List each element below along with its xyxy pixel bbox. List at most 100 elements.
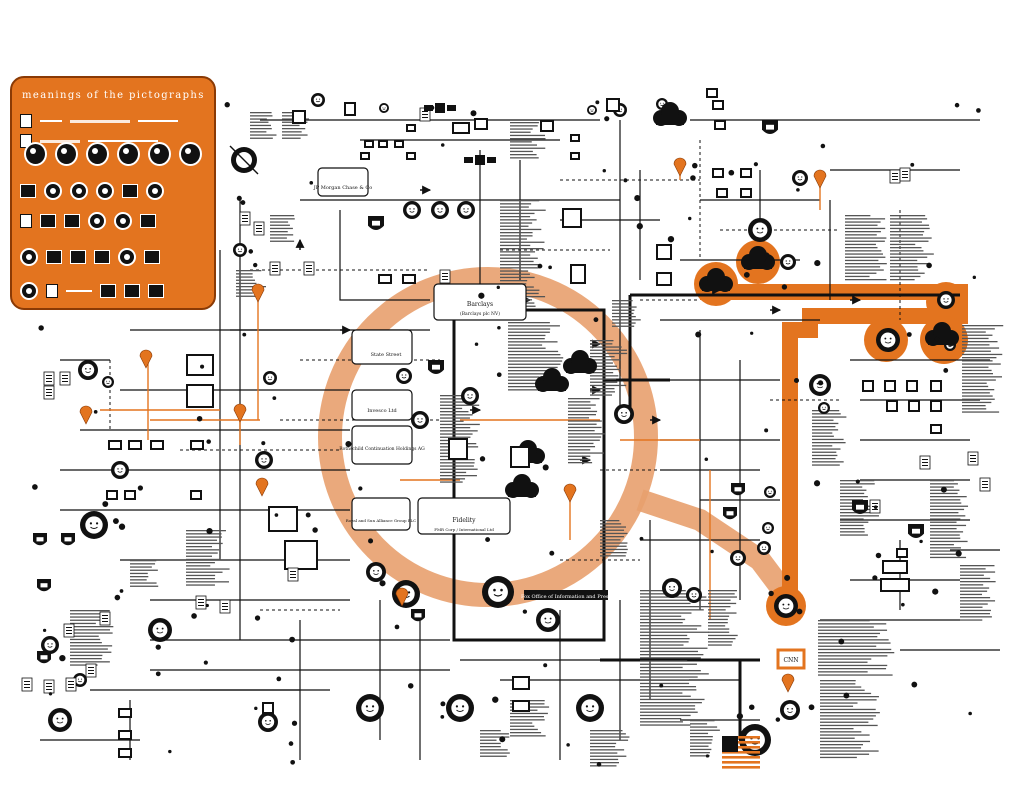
center-frame (452, 293, 960, 740)
junction-dot (796, 608, 803, 615)
person-disc-icon (80, 511, 108, 539)
screen-icon (908, 400, 920, 412)
screen-icon (292, 110, 306, 124)
junction-dot (793, 378, 800, 384)
junction-dot (440, 701, 446, 707)
junction-dot (203, 660, 208, 665)
junction-dot (205, 603, 209, 608)
news-banner: Fox Office of Information and Press (521, 590, 612, 600)
junction-dot (496, 372, 502, 378)
person-disc-icon (780, 700, 800, 720)
junction-dot (566, 743, 570, 747)
junction-dot (240, 200, 246, 205)
document-icon (979, 477, 991, 492)
junction-dot (309, 181, 314, 185)
cnn-node: CNN (776, 648, 806, 670)
junction-dot (394, 624, 400, 630)
junction-dot (932, 588, 939, 595)
screen-icon (712, 100, 724, 110)
screen-icon (118, 708, 132, 718)
shield-icon (428, 360, 444, 374)
junction-dot (875, 552, 882, 559)
junction-dot (542, 464, 549, 471)
junction-dot (497, 326, 501, 330)
screen-icon (512, 700, 530, 712)
institution-statestreet: State Street (351, 329, 413, 365)
screen-icon (70, 250, 86, 264)
screen-icon (262, 702, 274, 714)
text-block (960, 565, 996, 621)
screen-icon (930, 380, 942, 392)
junction-dot (499, 736, 506, 743)
cloud-icon (563, 350, 597, 374)
junction-dot (548, 265, 552, 270)
junction-dot (254, 706, 258, 711)
cloud-icon (535, 368, 569, 392)
globe-icon (179, 142, 202, 166)
screen-icon (740, 168, 752, 178)
text-block (600, 520, 628, 557)
junction-dot (206, 528, 213, 535)
junction-dot (368, 538, 374, 544)
junction-dot (155, 671, 161, 677)
document-icon (269, 261, 281, 276)
junction-dot (485, 537, 491, 543)
building-icon (122, 184, 138, 198)
junction-dot (478, 292, 485, 299)
ship-icon (100, 284, 116, 298)
junction-dot (736, 713, 744, 720)
person-disc-icon (311, 93, 325, 107)
screen-icon (882, 560, 908, 574)
person-disc-icon (757, 541, 771, 555)
text-block (130, 560, 159, 587)
text-block (812, 410, 847, 466)
junction-dot (312, 527, 318, 533)
document-icon (219, 599, 231, 614)
text-block (890, 215, 934, 281)
person-disc-icon (102, 376, 114, 388)
junction-dot (968, 711, 972, 716)
junction-dot (750, 331, 754, 335)
document-icon (195, 595, 207, 610)
screen-icon (880, 578, 910, 592)
junction-dot (276, 676, 282, 682)
person-disc-icon (255, 451, 273, 469)
building-icon (20, 184, 36, 198)
junction-dot (710, 549, 714, 554)
node-pictographs (21, 88, 991, 769)
news-banner-label: Fox Office of Information and Press (521, 594, 612, 600)
person-disc-icon (396, 368, 412, 384)
junction-dot (808, 704, 815, 711)
orange-pin-icon (251, 283, 265, 303)
legend-title: meanings of the pictographs (22, 90, 205, 101)
junction-dot (492, 696, 499, 703)
junction-dot (814, 259, 821, 267)
person-disc-icon (48, 708, 72, 732)
screen-icon (570, 264, 586, 284)
person-disc-icon (73, 673, 87, 687)
text-block (640, 590, 709, 726)
institution-jp-morgan: JP Morgan Chase & Co (313, 167, 372, 197)
screen-icon (378, 274, 392, 284)
shield-icon (37, 579, 51, 592)
person-disc-icon (780, 254, 796, 270)
person-disc-icon (20, 282, 38, 300)
person-disc-icon (148, 142, 171, 166)
cloud-icon (925, 322, 959, 346)
person-disc-icon (446, 694, 474, 722)
document-icon (889, 169, 901, 184)
statestreet-label: State Street (371, 352, 402, 358)
screen-icon (448, 438, 468, 460)
junction-dot (440, 714, 445, 719)
text-block (930, 480, 969, 559)
junction-dot (290, 759, 296, 765)
document-icon (899, 167, 911, 182)
person-disc-icon (614, 404, 634, 424)
shield-icon (731, 483, 745, 496)
junction-dot (254, 615, 261, 621)
person-disc-icon (576, 694, 604, 722)
person-disc-icon (114, 212, 132, 230)
text-block (820, 680, 880, 759)
text-block (250, 112, 277, 139)
